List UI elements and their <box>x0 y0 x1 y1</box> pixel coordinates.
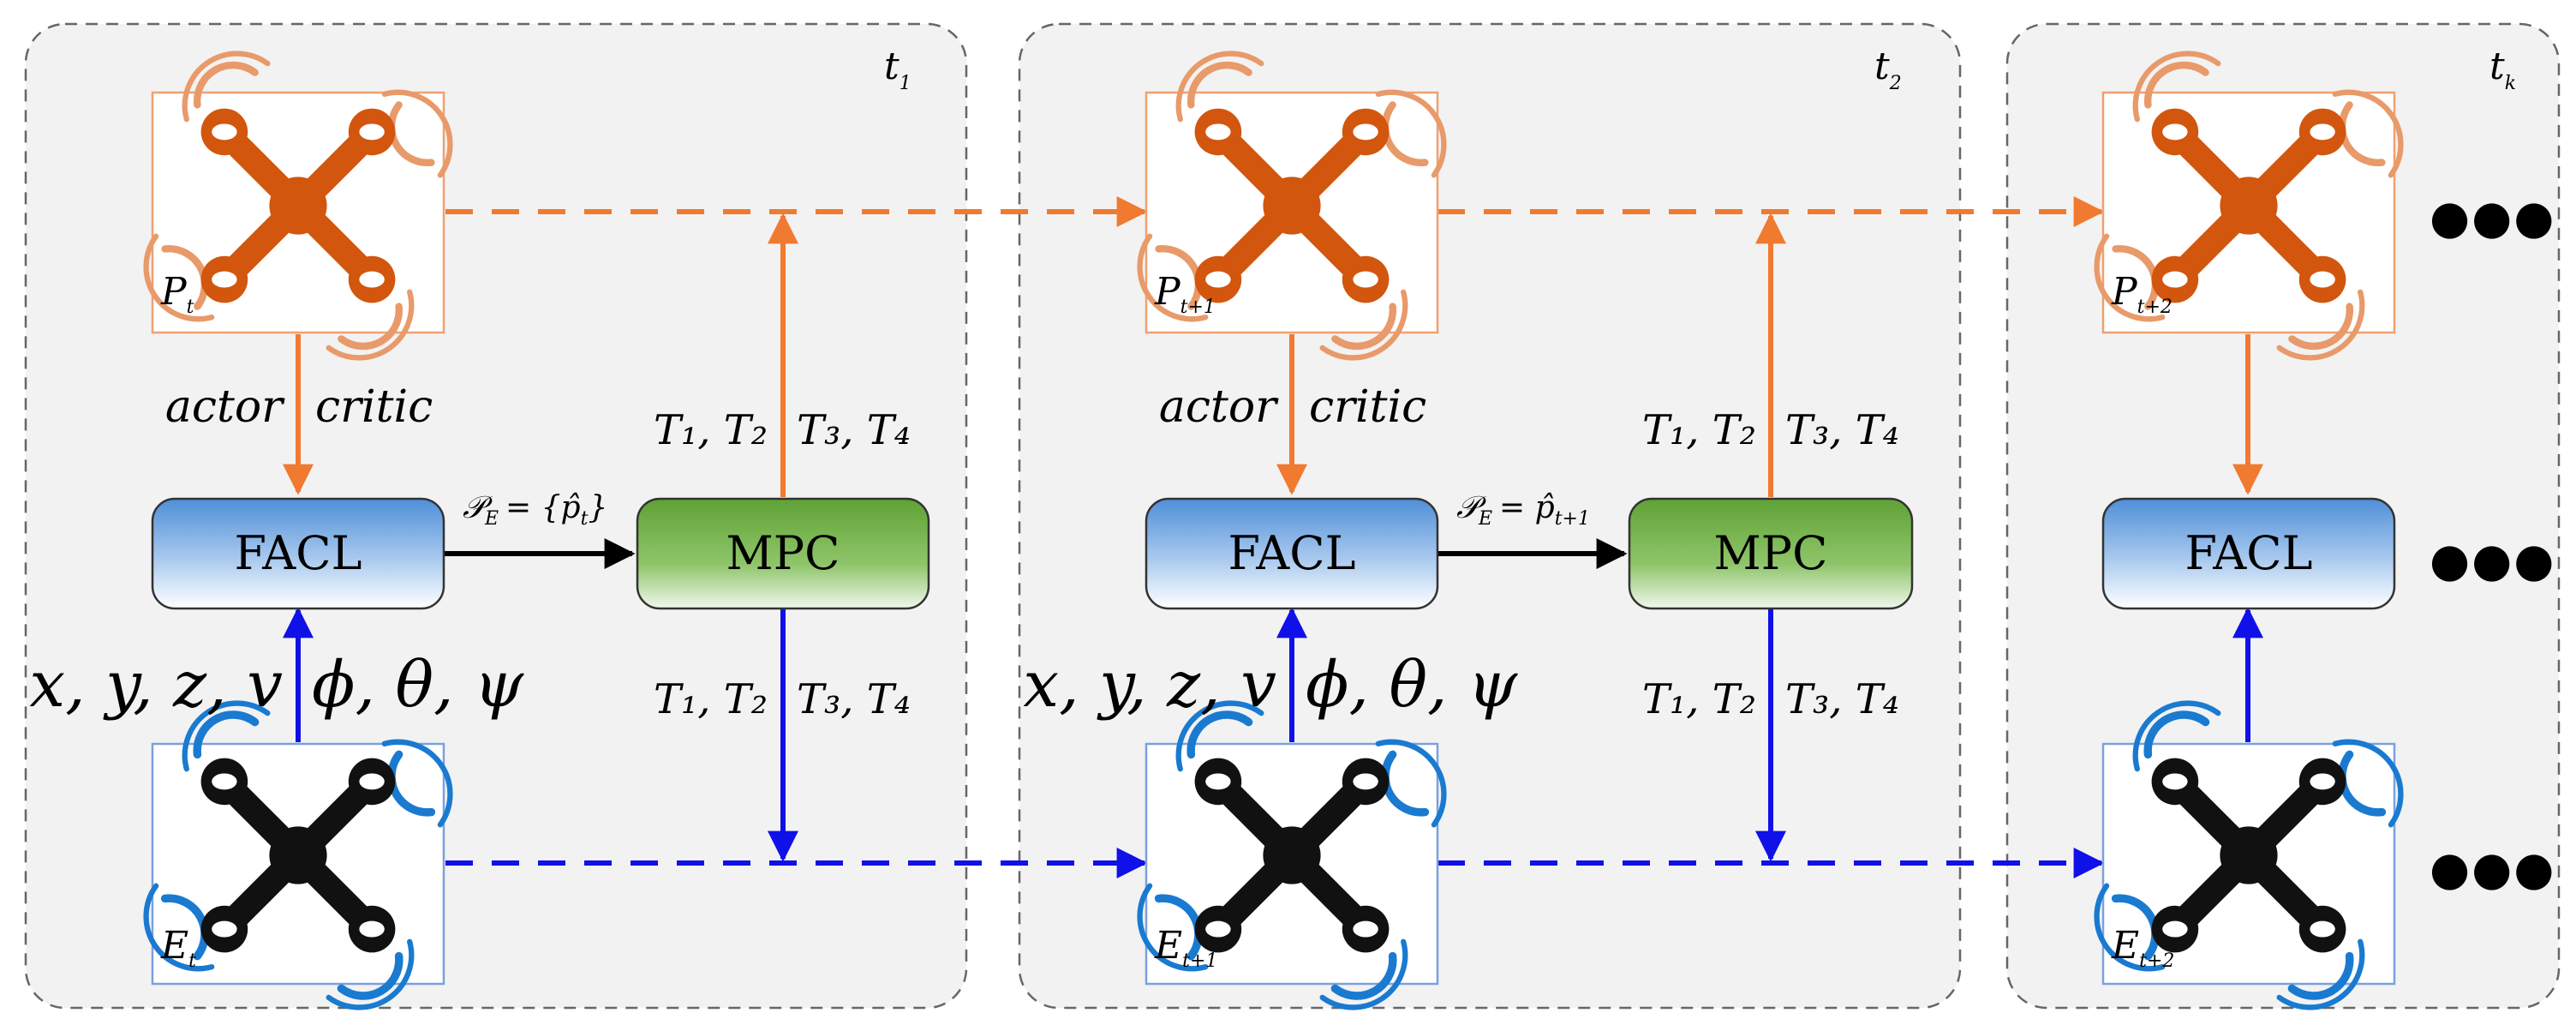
ellipsis-pursuer: ●●● <box>2430 190 2555 244</box>
time-label-1: t1 <box>884 45 911 94</box>
ellipsis-facl: ●●● <box>2430 533 2555 587</box>
pursuer-drone-1: Pt <box>146 54 451 358</box>
svg-text:Et+2: Et+2 <box>2111 924 2174 972</box>
mpc-node-2: MPC <box>1628 497 1914 610</box>
svg-text:Pt+1: Pt+1 <box>1154 270 1216 318</box>
svg-text:Et+1: Et+1 <box>1154 924 1217 972</box>
critic-label-2: critic <box>1309 381 1426 433</box>
facl-node-k: FACL <box>2101 497 2396 610</box>
thrust-upper-left-2: T₁, T₂ <box>1642 406 1756 454</box>
svg-text:FACL: FACL <box>2185 526 2313 580</box>
position-state-label-2: x, y, z, v <box>1023 648 1276 722</box>
svg-text:FACL: FACL <box>235 526 362 580</box>
thrust-lower-left-2: T₁, T₂ <box>1642 675 1756 723</box>
svg-text:MPC: MPC <box>1714 526 1828 580</box>
svg-text:FACL: FACL <box>1228 526 1356 580</box>
thrust-upper-right-1: T₃, T₄ <box>797 406 911 454</box>
angle-state-label-2: ϕ, θ, ψ <box>1306 648 1518 722</box>
ellipsis-evader: ●●● <box>2430 842 2555 896</box>
mpc-node-1: MPC <box>636 497 930 610</box>
time-label-k: tk <box>2489 45 2516 94</box>
svg-text:Et: Et <box>160 924 196 972</box>
pursuer-drone-2: Pt+1 <box>1140 54 1444 358</box>
position-state-label-1: x, y, z, v <box>29 648 283 722</box>
thrust-lower-right-2: T₃, T₄ <box>1785 675 1899 723</box>
angle-state-label-1: ϕ, θ, ψ <box>312 648 524 722</box>
evader-drone-1: Et <box>146 704 451 1008</box>
thrust-lower-right-1: T₃, T₄ <box>797 675 911 723</box>
evader-drone-3: Et+2 <box>2097 704 2401 1008</box>
pursuer-drone-3: Pt+2 <box>2097 54 2401 358</box>
evader-drone-2: Et+1 <box>1140 704 1444 1008</box>
facl-node-2: FACL <box>1145 497 1439 610</box>
svg-text:Pt: Pt <box>160 270 194 318</box>
thrust-lower-left-1: T₁, T₂ <box>654 675 768 723</box>
facl-node-1: FACL <box>151 497 445 610</box>
actor-label-1: actor <box>165 381 285 433</box>
actor-label-2: actor <box>1159 381 1279 433</box>
pe-equation-1: 𝒫E= {p̂t} <box>463 490 607 530</box>
svg-text:MPC: MPC <box>726 526 840 580</box>
thrust-upper-left-1: T₁, T₂ <box>654 406 768 454</box>
critic-label-1: critic <box>315 381 433 433</box>
svg-text:Pt+2: Pt+2 <box>2111 270 2173 318</box>
time-label-2: t2 <box>1874 45 1902 94</box>
thrust-upper-right-2: T₃, T₄ <box>1785 406 1899 454</box>
